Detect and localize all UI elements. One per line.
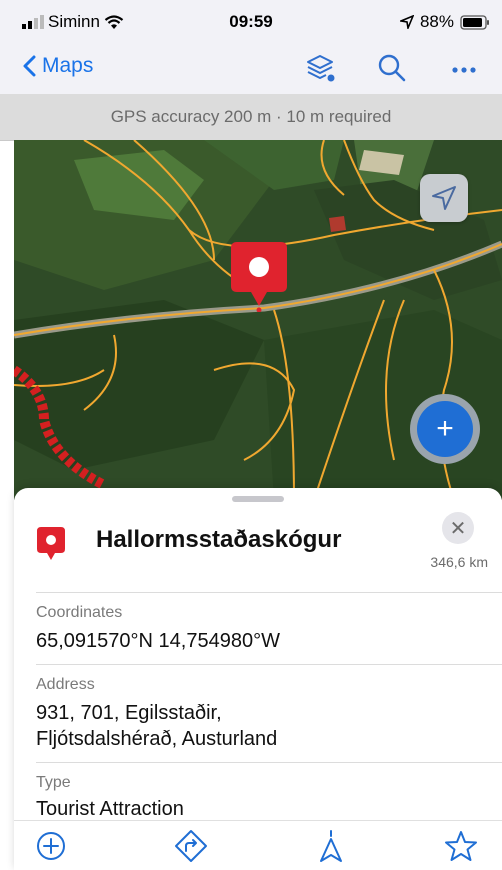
type-value: Tourist Attraction	[36, 798, 184, 820]
close-button[interactable]: ✕	[442, 512, 474, 544]
status-bar: Siminn 09:59 88%	[0, 0, 502, 44]
back-button[interactable]: Maps	[22, 54, 93, 78]
map-pin-icon[interactable]	[229, 240, 289, 312]
battery-group: 88%	[399, 12, 490, 32]
place-title: Hallormsstaðaskógur	[96, 526, 342, 553]
close-icon: ✕	[449, 517, 467, 540]
address-line-1[interactable]: 931, 701, Egilsstaðir,	[36, 702, 222, 724]
place-distance: 346,6 km	[430, 554, 488, 570]
wifi-icon	[104, 14, 124, 29]
map-view[interactable]: +	[14, 140, 502, 500]
location-arrow-icon	[432, 186, 456, 210]
location-arrow-icon	[399, 15, 414, 29]
battery-icon	[460, 14, 489, 30]
chevron-left-icon	[23, 55, 36, 77]
divider	[36, 592, 502, 593]
star-icon[interactable]	[444, 829, 478, 863]
carrier-name: Siminn	[48, 12, 100, 31]
more-icon[interactable]	[448, 52, 480, 84]
carrier-group: Siminn	[22, 12, 124, 32]
gps-accuracy-banner: GPS accuracy 200 m · 10 m required	[0, 94, 502, 141]
add-circle-icon[interactable]	[34, 829, 68, 863]
locate-button[interactable]	[420, 174, 468, 222]
coordinates-value[interactable]: 65,091570°N 14,754980°W	[36, 630, 280, 652]
bottom-toolbar	[14, 820, 502, 870]
type-label: Type	[36, 774, 71, 791]
sheet-grabber[interactable]	[232, 496, 284, 502]
place-detail-sheet: Hallormsstaðaskógur ✕ 346,6 km Coordinat…	[14, 488, 502, 870]
directions-icon[interactable]	[174, 829, 208, 863]
layers-icon[interactable]	[304, 52, 336, 84]
battery-percent: 88%	[419, 12, 454, 31]
coordinates-label: Coordinates	[36, 604, 123, 621]
map-pin-icon	[37, 527, 65, 560]
plus-icon: +	[417, 401, 473, 457]
navigate-icon[interactable]	[314, 829, 348, 863]
back-label: Maps	[42, 54, 94, 77]
search-icon[interactable]	[376, 52, 408, 84]
signal-icon	[22, 15, 44, 29]
divider	[36, 762, 502, 763]
divider	[36, 664, 502, 665]
add-fab-button[interactable]: +	[410, 394, 480, 464]
status-time: 09:59	[229, 12, 273, 31]
address-line-2[interactable]: Fljótsdalshérað, Austurland	[36, 728, 278, 750]
nav-bar: Maps	[0, 44, 502, 94]
address-label: Address	[36, 676, 95, 693]
